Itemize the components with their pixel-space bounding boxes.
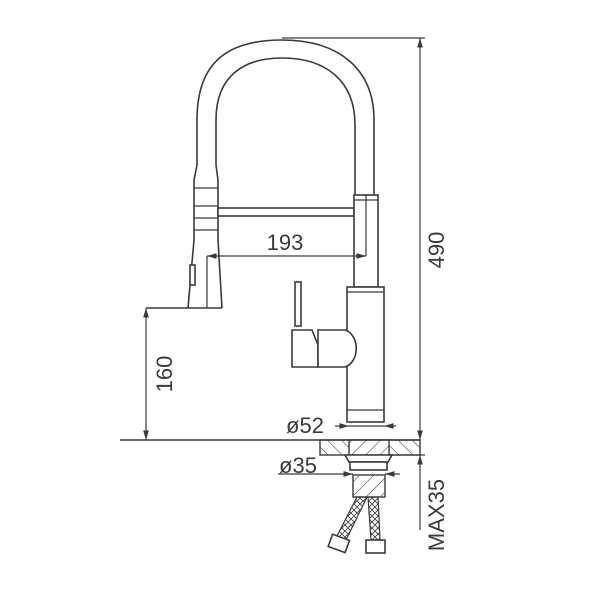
dimension-body-diameter: ø52	[286, 413, 396, 438]
dimension-max-deck-thickness: MAX35	[389, 454, 449, 551]
spout-reach-label: 193	[267, 230, 304, 255]
shank-diameter-label: ø35	[279, 453, 317, 478]
spray-holder-bar	[217, 207, 355, 217]
deck-plate	[120, 439, 421, 456]
flexible-supply-hoses	[327, 496, 386, 554]
max-deck-thickness-label: MAX35	[424, 479, 449, 551]
hose-nut-right-icon	[365, 539, 386, 554]
spray-button-icon	[189, 264, 196, 286]
outlet-height-label: 160	[152, 356, 177, 393]
total-height-label: 490	[424, 232, 449, 269]
dimension-shank-diameter: ø35	[278, 453, 400, 478]
single-lever-handle	[291, 281, 358, 368]
gooseneck-spout	[196, 39, 375, 195]
mounting-shank	[343, 454, 394, 498]
faucet-upper-column	[353, 194, 379, 288]
hose-nut-left-icon	[327, 533, 351, 554]
dimension-spout-reach: 193	[207, 230, 366, 259]
dimension-total-height: 490	[282, 37, 449, 440]
body-diameter-label: ø52	[286, 413, 324, 438]
pull-down-spray-head	[146, 164, 223, 309]
dimension-outlet-height: 160	[143, 308, 177, 440]
